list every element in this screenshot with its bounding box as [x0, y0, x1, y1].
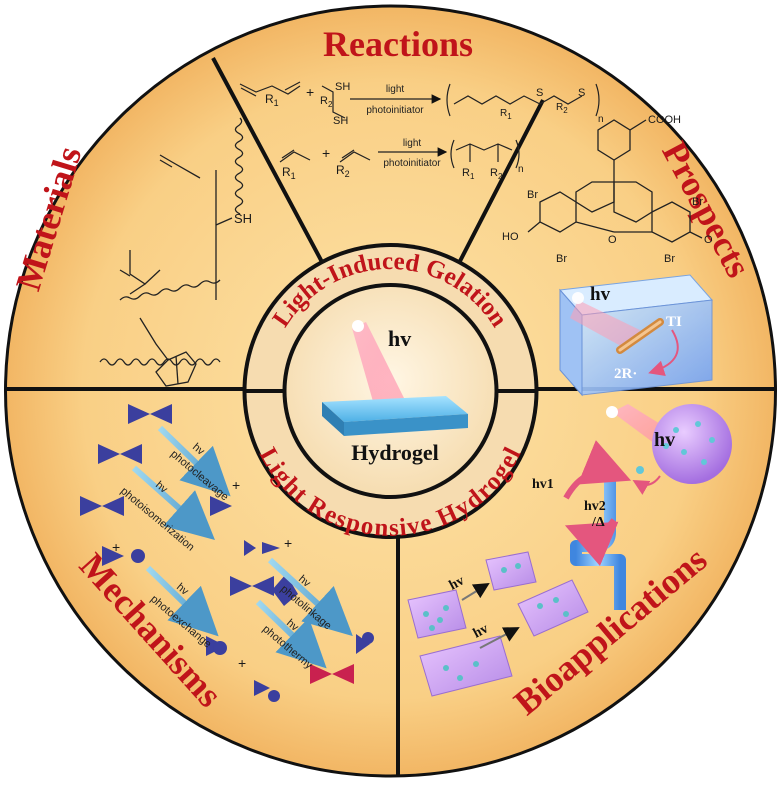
mechanism-shapes: [80, 404, 370, 696]
mech-plus-4: +: [238, 655, 246, 671]
release-arrow: [632, 475, 661, 495]
ti-label: TI: [666, 314, 682, 330]
prod2-r2: R2: [490, 167, 503, 181]
bio-hv: hv: [654, 429, 675, 451]
reactions-title: Reactions: [323, 24, 473, 64]
o-ring: O: [608, 234, 617, 246]
center-light-source: [352, 320, 364, 332]
r2-r1: R1: [282, 165, 296, 181]
br-4: Br: [664, 253, 675, 265]
delta-label: /Δ: [591, 515, 605, 530]
mech-plus-2: +: [112, 539, 120, 555]
o-keto: O: [704, 234, 713, 246]
center-hub: Light-Induced Gelation Light Responsive …: [242, 243, 539, 542]
br-1: Br: [527, 189, 538, 201]
hv1-arrow: [563, 440, 632, 500]
center-hv: hv: [388, 326, 411, 351]
prod2-r1: R1: [462, 167, 475, 181]
hv2-label: hv2: [584, 499, 606, 514]
prod1-s1: S: [536, 87, 543, 99]
mechanism-red-shapes: [310, 664, 354, 684]
hv1-label: hv1: [532, 477, 554, 492]
sector-dividers: [5, 57, 776, 776]
br-2: Br: [692, 196, 703, 208]
center-hydrogel-label: Hydrogel: [351, 440, 439, 465]
carrier-particles: [636, 421, 715, 474]
mechanism-arrows: [132, 425, 353, 669]
sheet-particles: [423, 563, 569, 681]
mechanism-spheres: [131, 549, 374, 702]
hydrogel-slab-side: [322, 402, 344, 436]
radical-label: 2R·: [614, 366, 637, 382]
prod1-n: n: [598, 114, 604, 125]
plus-2: +: [322, 145, 330, 161]
arrow-photoinitiator-1: photoinitiator: [366, 105, 424, 116]
eosin-structure: [527, 119, 703, 243]
prod1-r2: R2: [556, 102, 568, 115]
sh-bottom: SH: [333, 115, 348, 127]
prod2-n: n: [518, 164, 524, 175]
r2-r2: R2: [336, 163, 350, 179]
arrow-photoinitiator-2: photoinitiator: [383, 158, 441, 169]
hydrogel-sheets: [407, 551, 589, 697]
hv2-arrow: [564, 518, 619, 566]
sheet-arrow-1: [461, 582, 490, 601]
drug-carrier-sphere: [652, 404, 732, 484]
prod1-s2: S: [578, 87, 585, 99]
prospects-cube: [558, 274, 714, 397]
r1-label: R1: [265, 92, 279, 108]
center-light-beam: [352, 322, 408, 412]
prospects-hv: hv: [590, 284, 611, 305]
br-3: Br: [556, 253, 567, 265]
sheet-hv-1: hv: [447, 573, 467, 593]
sheet-arrow-2: [479, 627, 520, 649]
prod1-r1: R1: [500, 108, 512, 121]
materials-sh: SH: [234, 211, 252, 226]
materials-sector: [99, 117, 244, 387]
arrow-light-2: light: [403, 138, 422, 149]
hydrogel-slab-top: [322, 396, 468, 422]
hydrogel-slab-front: [344, 414, 468, 436]
mech-plus-3: +: [284, 535, 292, 551]
cooh-label: COOH: [648, 114, 681, 126]
arrow-light-1: light: [386, 84, 405, 95]
sheet-hv-2: hv: [471, 621, 491, 641]
sh-top: SH: [335, 81, 350, 93]
plus-1: +: [306, 84, 314, 100]
reactions-sector: R1 + SH R2 SH light photoinitiator R1 S …: [239, 81, 604, 181]
r2-label: R2: [320, 95, 333, 109]
prospects-sector: COOH Br Br HO O O Br Br hv TI 2R·: [502, 114, 714, 397]
mech-plus-1: +: [232, 477, 240, 493]
bio-light-source: [606, 406, 618, 418]
ho-label: HO: [502, 231, 519, 243]
bioapplications-sector: hv hv1 hv2 /Δ hv hv: [407, 404, 732, 697]
